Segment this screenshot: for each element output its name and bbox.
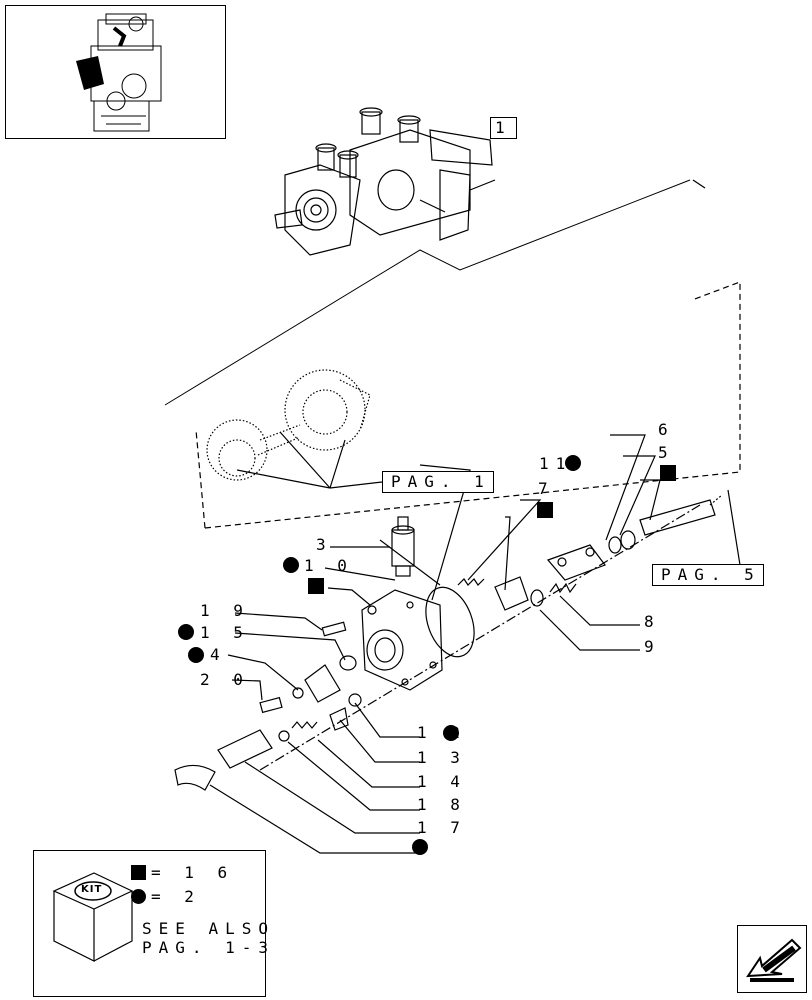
engine-thumbnail-icon	[76, 13, 162, 132]
callout-13: 1 3	[417, 748, 467, 767]
page-ref-main-label: PAG. 1	[391, 472, 491, 491]
engine-thumbnail	[5, 5, 226, 139]
page-ref-side[interactable]: PAG. 5	[652, 564, 764, 586]
callout-12: 1 2	[417, 723, 467, 742]
page-ref-main[interactable]: PAG. 1	[382, 471, 494, 493]
callout-8: 8	[644, 612, 661, 631]
kit-box-icon	[52, 872, 134, 962]
callout-14: 1 4	[417, 772, 467, 791]
kit-label: KIT	[81, 884, 103, 895]
arrow-back-icon	[746, 938, 802, 982]
callout-11: 11	[539, 454, 573, 473]
callout-19: 1 9	[200, 601, 250, 620]
callout-4: 4	[210, 645, 227, 664]
assembly-ref-box[interactable]: 1	[490, 117, 517, 139]
kit-markers	[178, 455, 676, 855]
assembly-ref-label: 1	[495, 118, 512, 137]
valve-part-3	[391, 516, 415, 577]
callout-7: 7	[538, 479, 555, 498]
callout-3: 3	[316, 535, 333, 554]
back-nav-button[interactable]	[737, 925, 807, 993]
callout-20: 2 0	[200, 670, 250, 689]
callout-9: 9	[644, 637, 661, 656]
see-also-line1: SEE ALSO	[142, 919, 276, 938]
injection-pump-assembly	[274, 107, 496, 256]
circle-legend-text: = 2	[151, 887, 201, 906]
callout-17: 1 7	[417, 818, 467, 837]
circle-marker-icon	[131, 889, 146, 904]
square-marker-icon	[131, 865, 146, 880]
square-legend-text: = 1 6	[151, 863, 235, 882]
page-ref-side-label: PAG. 5	[661, 565, 761, 584]
pump-body	[361, 589, 443, 691]
callout-18: 1 8	[417, 795, 467, 814]
callout-6: 6	[658, 420, 675, 439]
see-also-line2: PAG. 1-3	[142, 938, 276, 957]
callout-5: 5	[658, 443, 675, 462]
kit-legend-panel: KIT = 1 6 = 2 SEE ALSO PAG. 1-3	[33, 850, 268, 997]
callout-15: 1 5	[200, 623, 250, 642]
callout-10: 1 0	[304, 556, 354, 575]
